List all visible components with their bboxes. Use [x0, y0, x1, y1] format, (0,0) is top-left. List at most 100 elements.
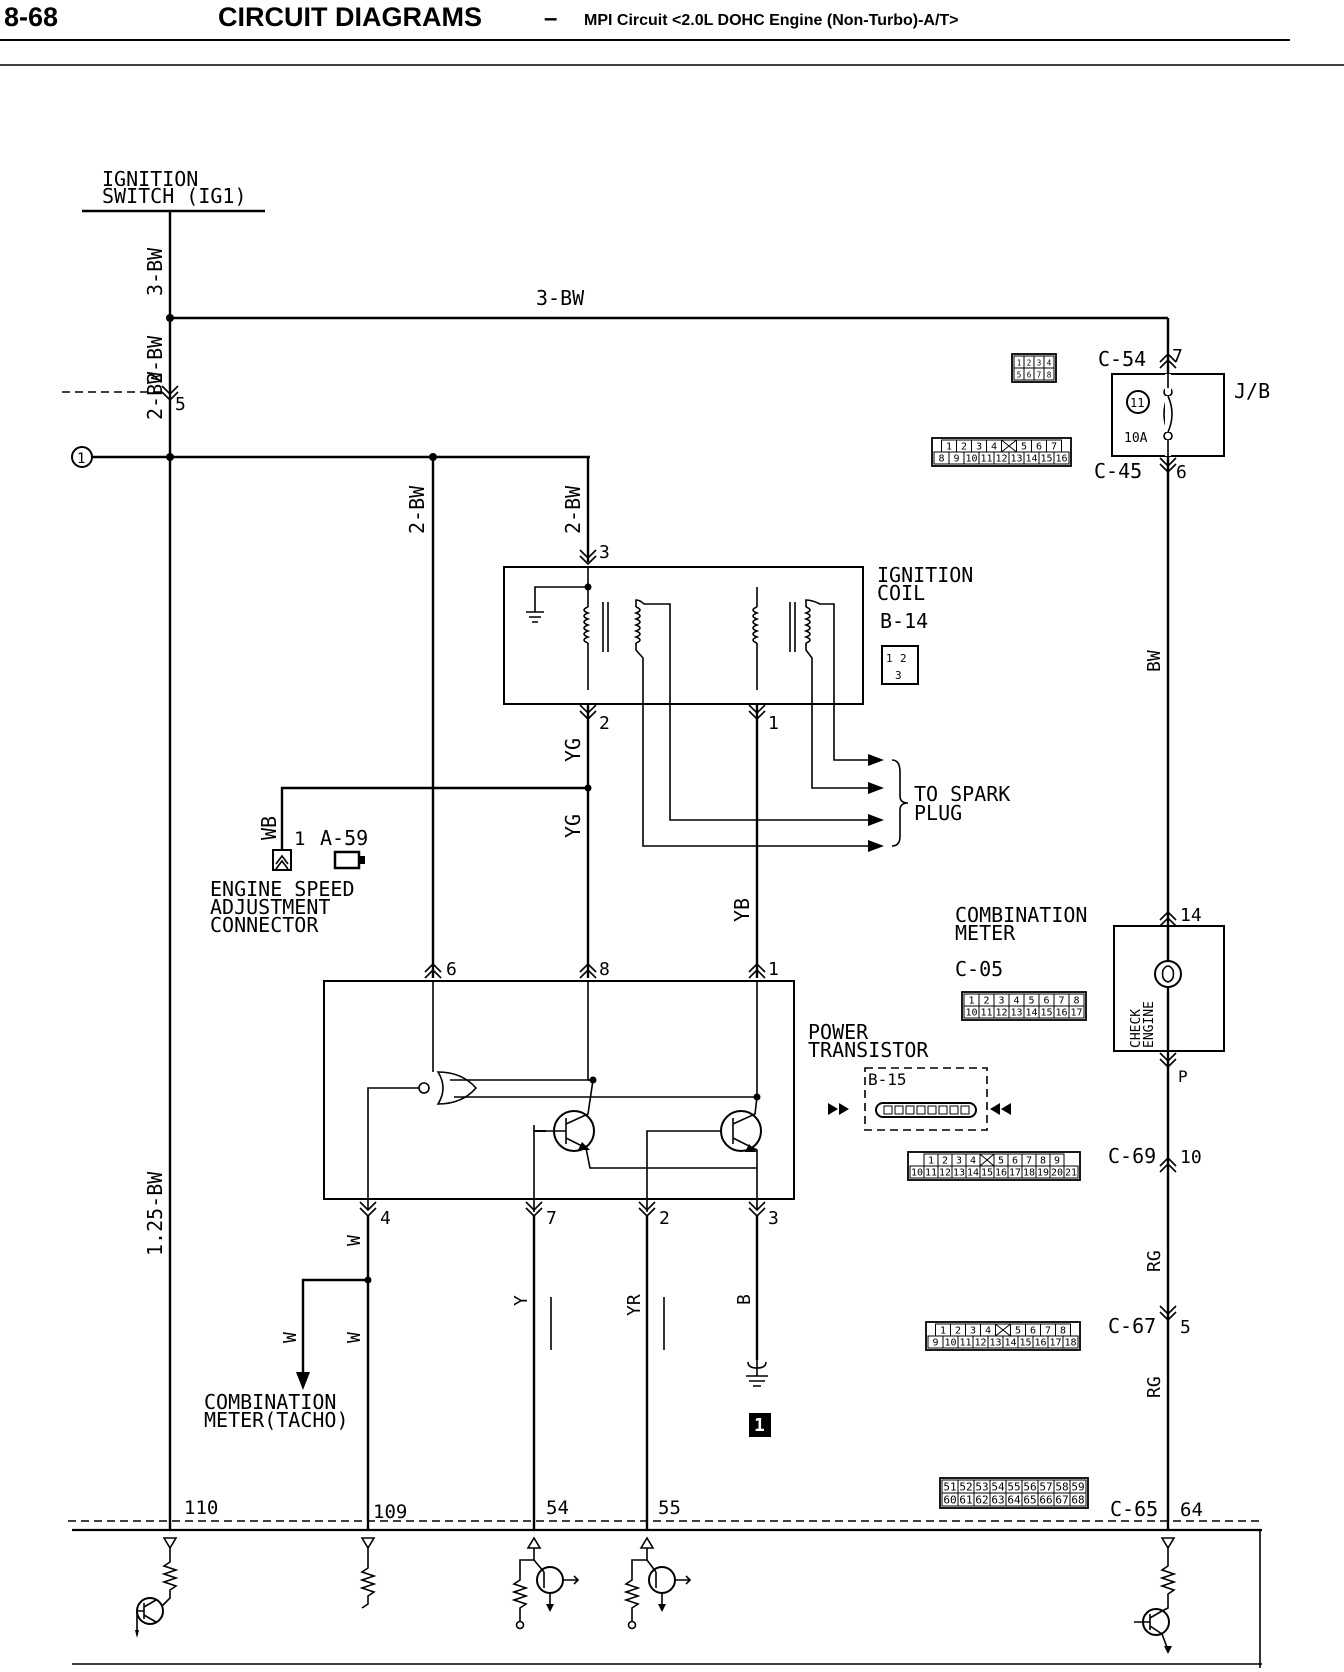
connector-cell-number: 18: [1064, 1338, 1076, 1349]
circle-marker: [71, 446, 93, 468]
connector-cell-number: 13: [953, 1168, 965, 1179]
wire-label: W: [344, 1235, 365, 1246]
connector-cell-number: 2: [1027, 359, 1032, 368]
ground-arrow-icon: [658, 1604, 666, 1612]
transistor-base-wire: [646, 1130, 721, 1212]
coil-pin-1: 1: [768, 713, 779, 734]
connector-cell-number: 10: [911, 1168, 923, 1179]
connector-cell-number: 17: [1070, 1008, 1082, 1019]
connector-cell-number: 5: [998, 1156, 1004, 1167]
ignition-coil: 3 TO SPARK PLUG IGNITION COIL: [503, 542, 1010, 852]
check-engine-label-1: CHECK: [1129, 1009, 1144, 1048]
engine-speed-adjustment-connector: 1 A-59 ENGINE SPEED ADJUSTMENT CONNECTOR: [210, 826, 368, 937]
connector-arrow: [579, 549, 597, 560]
connector-cell: [1068, 1005, 1085, 1019]
ground-arrow-icon: [1164, 1646, 1172, 1654]
a59-connector-label: A-59: [320, 826, 368, 850]
connector-arrow: [1159, 1162, 1177, 1173]
pt-pin-4: 4: [380, 1208, 391, 1229]
spark-plug-label-2: PLUG: [914, 801, 962, 825]
wire-label: YB: [730, 898, 754, 922]
connector-arrow: [424, 962, 442, 973]
connector-cell-number: 21: [1065, 1168, 1077, 1179]
connector-cell-number: 16: [1055, 454, 1067, 465]
connector-cell-number: 5: [1017, 371, 1022, 380]
resistor-icon: [623, 1548, 648, 1622]
connector-cell-number: 15: [1040, 454, 1052, 465]
connector-cell-number: 6: [1043, 996, 1049, 1007]
connector-cell: [1043, 367, 1055, 381]
connector-cell-number: 3: [1037, 359, 1042, 368]
ecu-pin-64: 64: [1180, 1499, 1203, 1521]
power-transistor: 6 8 1: [323, 959, 1011, 1229]
connector-cell-number: 14: [967, 1168, 979, 1179]
connector-cell-number: 19: [1037, 1168, 1049, 1179]
nor-gate-bubble-icon: [418, 1082, 430, 1094]
tacho-label-2: METER(TACHO): [204, 1408, 349, 1432]
connector-cell-number: 18: [1023, 1168, 1035, 1179]
terminal-icon: [526, 1536, 542, 1549]
connector-arrow: [748, 968, 766, 979]
connector-cell-number: 1: [928, 1156, 934, 1167]
connector-cell-number: 11: [925, 1168, 937, 1179]
connector-cell-number: 61: [959, 1494, 972, 1507]
connector-cell: [1069, 1492, 1087, 1507]
wire-label: B: [734, 1294, 755, 1305]
connector-cell-number: 8: [1040, 1156, 1046, 1167]
left-bus-wires: 1: [62, 211, 1168, 1530]
connector-cell-number: 51: [943, 1481, 956, 1494]
connector-cell-number: 53: [975, 1481, 988, 1494]
ignition-coil-label-1: IGNITION: [877, 563, 973, 587]
connector-cell-number: 7: [1026, 1156, 1032, 1167]
pt-pin-6: 6: [446, 959, 457, 980]
spark-plug-label-1: TO SPARK: [914, 782, 1010, 806]
fuse-icon: [1167, 395, 1173, 433]
engine-speed-label-1: ENGINE SPEED: [210, 877, 355, 901]
coil-winding-icon: [803, 606, 811, 644]
combination-meter-label-2: METER: [955, 921, 1016, 945]
wire-label: W: [280, 1332, 301, 1343]
connector-cell-number: 64: [1007, 1494, 1021, 1507]
a59-connector-icon: [333, 850, 361, 870]
b14-cell: 1: [886, 652, 893, 665]
connector-cell-number: 14: [1025, 454, 1037, 465]
connector-arrow: [359, 1201, 377, 1212]
wire-label: YG: [561, 814, 585, 838]
connector-cell-number: 6: [1012, 1156, 1018, 1167]
wire-w-branch: [301, 1278, 368, 1375]
c67-label: C-67: [1108, 1314, 1156, 1338]
connector-cell-number: 10: [965, 1008, 977, 1019]
wire-label: RG: [1144, 1250, 1165, 1272]
connector-cell-number: 9: [932, 1338, 938, 1349]
connector-cell-number: 7: [1045, 1326, 1051, 1337]
connector-cell-number: 14: [1025, 1008, 1037, 1019]
fuse-number-circle: [1126, 390, 1150, 414]
connector-arrow: [1159, 910, 1177, 921]
connector-cell: [1063, 1165, 1079, 1179]
b14-connector-icon: [881, 645, 919, 685]
c69-pin-10: 10: [1180, 1147, 1202, 1168]
connector-arrow: [1159, 916, 1177, 927]
connector-cell-number: 20: [1051, 1168, 1063, 1179]
terminal-icon: [162, 1537, 178, 1550]
connector-cell-number: 65: [1023, 1494, 1036, 1507]
connector-cell-number: 6: [1036, 442, 1042, 453]
pt-internal-wire: [367, 1087, 419, 1210]
spark-arrow-icon: [868, 814, 884, 826]
a59-pin-1: 1: [294, 828, 305, 850]
connector-arrow: [748, 1201, 766, 1212]
page-title: CIRCUIT DIAGRAMS: [218, 2, 482, 32]
cm-pin-14: 14: [1180, 905, 1202, 926]
combination-meter-box: [1113, 925, 1225, 1052]
a59-terminal-arrow-icon: [275, 854, 289, 870]
arrow-icon: [839, 1103, 849, 1115]
wire-label: 2-BW: [143, 335, 167, 384]
terminal-icon: [639, 1536, 655, 1549]
connector-cell-number: 13: [1010, 454, 1022, 465]
connector-arrow: [525, 1201, 543, 1212]
